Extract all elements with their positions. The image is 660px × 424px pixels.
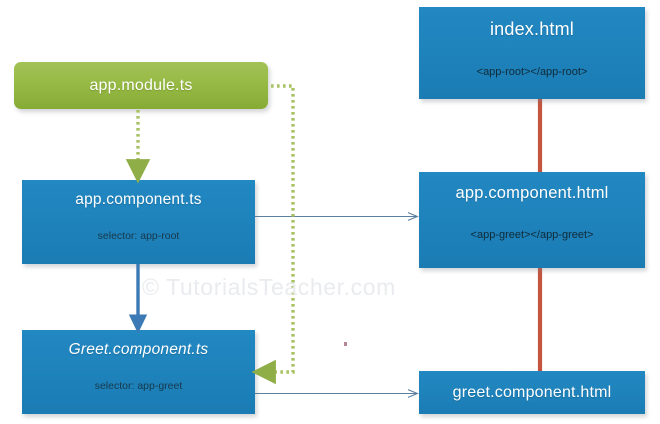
node-greet-component-ts-selector: selector: app-greet	[94, 380, 183, 392]
node-greet-component-ts[interactable]: Greet.component.ts selector: app-greet	[22, 330, 255, 414]
node-app-component-html-label: app.component.html	[455, 184, 609, 202]
node-index-html[interactable]: index.html <app-root></app-root>	[419, 7, 645, 99]
node-app-module[interactable]: app.module.ts	[14, 62, 268, 109]
node-index-html-markup: <app-root></app-root>	[476, 66, 588, 78]
node-app-component-html-markup: <app-greet></app-greet>	[470, 229, 594, 241]
node-app-component-ts[interactable]: app.component.ts selector: app-root	[22, 180, 255, 264]
node-app-component-html[interactable]: app.component.html <app-greet></app-gree…	[419, 172, 645, 268]
node-greet-component-html-label: greet.component.html	[452, 383, 612, 401]
edge-app-module-to-greet-component-ts	[251, 84, 295, 385]
node-greet-component-html[interactable]: greet.component.html	[419, 371, 645, 414]
stray-dot-artifact	[344, 342, 347, 346]
node-greet-component-ts-label: Greet.component.ts	[68, 341, 209, 358]
node-app-component-ts-label: app.component.ts	[75, 191, 202, 208]
watermark: © TutorialsTeacher.com	[142, 274, 396, 300]
node-app-module-label: app.module.ts	[89, 76, 193, 94]
node-index-html-label: index.html	[489, 19, 575, 39]
node-app-component-ts-selector: selector: app-root	[97, 230, 180, 242]
